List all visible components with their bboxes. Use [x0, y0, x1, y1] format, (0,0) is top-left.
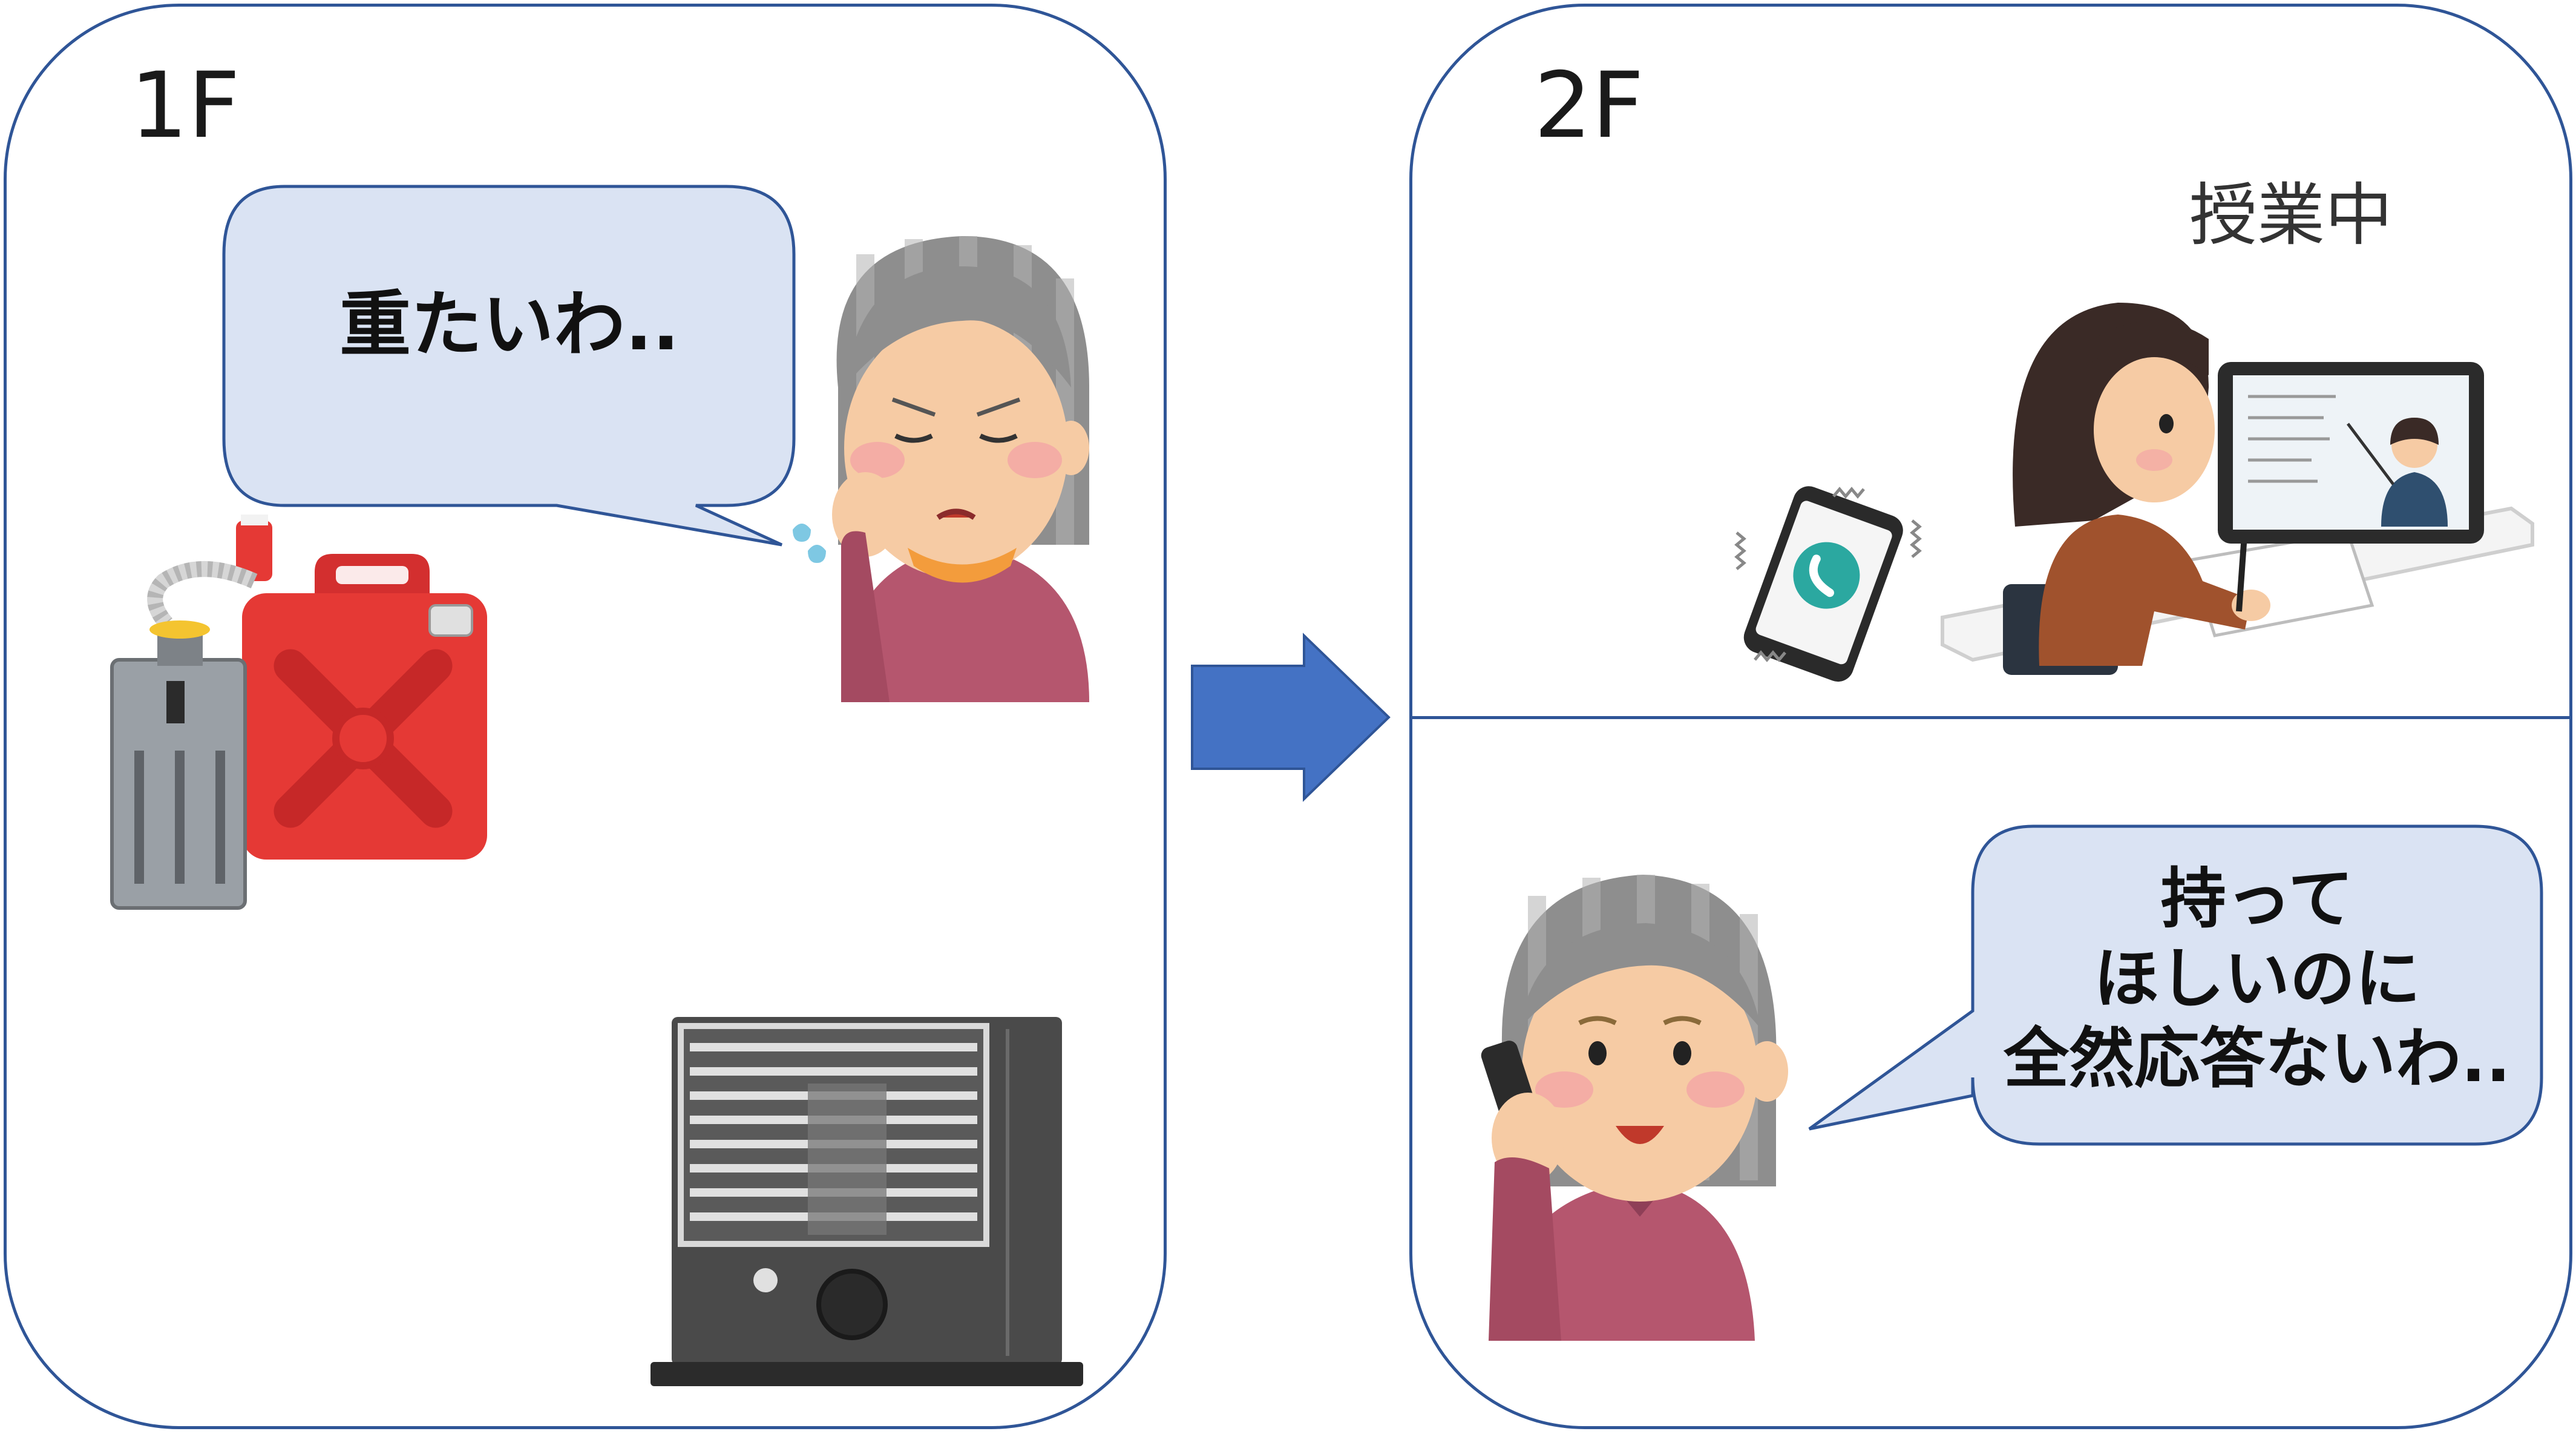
fuel-tank-icon — [236, 515, 487, 860]
student-online-class-icon — [1941, 303, 2534, 675]
floor-2-divider — [1409, 716, 2572, 719]
speech-bubble-2 — [1808, 824, 2543, 1146]
tablet-icon — [2218, 362, 2484, 544]
speech-bubble-2-text: 持って ほしいのに 全然応答ないわ.. — [2003, 861, 2511, 1097]
kerosene-pump-icon — [110, 561, 258, 910]
speech-bubble-1 — [222, 185, 796, 547]
grandma-on-phone-icon — [1481, 875, 1788, 1341]
in-class-label: 授業中 — [2189, 176, 2393, 255]
worried-grandma-icon — [793, 236, 1089, 702]
arrow-right-icon — [1191, 633, 1391, 802]
floor-2-label: 2F — [1534, 53, 1644, 159]
heater-icon — [651, 1017, 1083, 1386]
speech-bubble-1-text: 重たいわ.. — [339, 283, 680, 366]
vibrating-phone-icon — [1734, 486, 1922, 682]
floor-1-label: 1F — [130, 53, 240, 159]
